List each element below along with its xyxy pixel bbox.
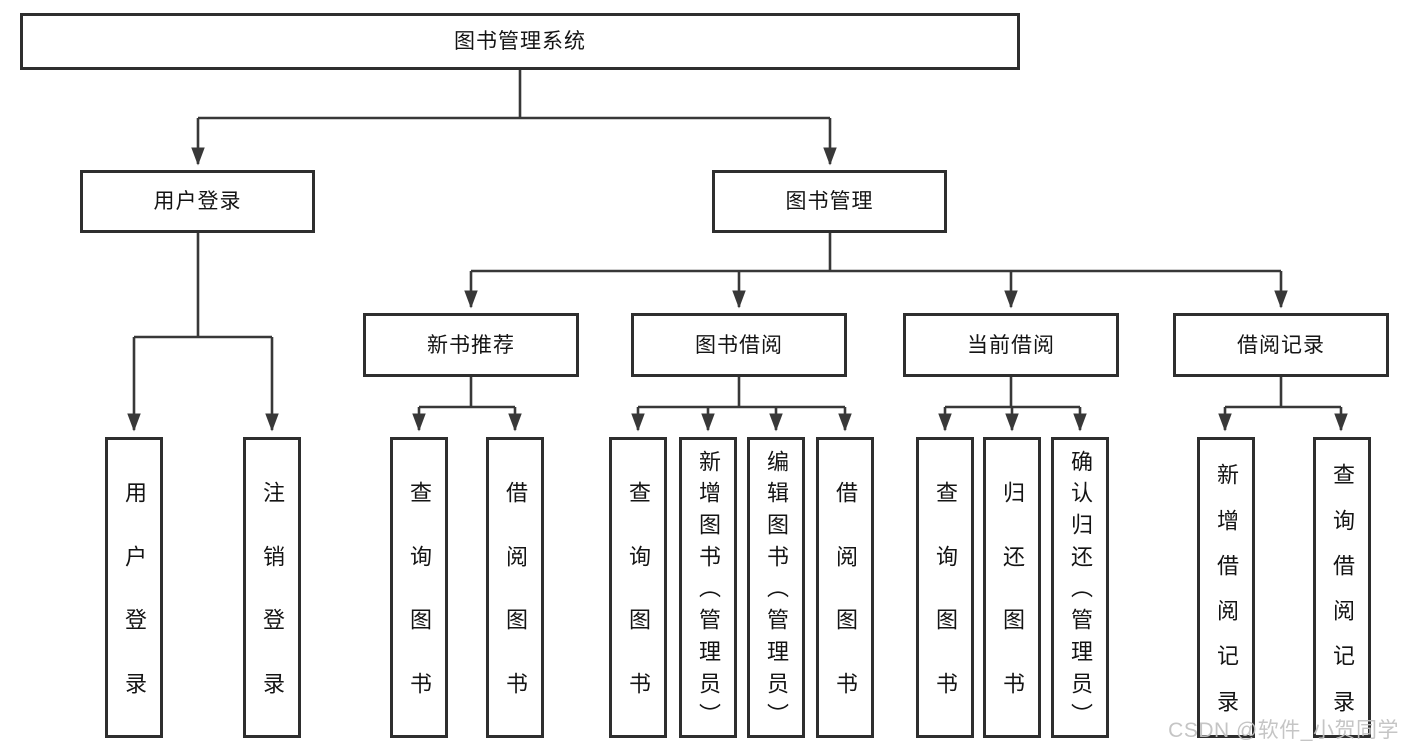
diagram-leaf-add-book-admin: 新增图书（管理员） — [679, 437, 737, 738]
leaf-label: 新增借阅记录 — [1214, 463, 1239, 712]
leaf-label: 查询借阅记录 — [1330, 463, 1355, 712]
leaf-label: 编辑图书（管理员） — [764, 449, 789, 726]
leaf-label: 归还图书 — [1000, 481, 1025, 694]
diagram-leaf-query-book-1: 查询图书 — [390, 437, 448, 738]
diagram-leaf-query-book-2: 查询图书 — [609, 437, 667, 738]
diagram-leaf-user-login: 用户登录 — [105, 437, 163, 738]
leaf-label: 新增图书（管理员） — [696, 449, 721, 726]
diagram-leaf-confirm-return-admin: 确认归还（管理员） — [1051, 437, 1109, 738]
leaf-label: 确认归还（管理员） — [1068, 449, 1093, 726]
leaf-label: 借阅图书 — [833, 481, 858, 694]
diagram-leaf-edit-book-admin: 编辑图书（管理员） — [747, 437, 805, 738]
diagram-node-book-management: 图书管理 — [712, 170, 947, 233]
diagram-node-borrow-record: 借阅记录 — [1173, 313, 1389, 377]
diagram-leaf-add-borrow-record: 新增借阅记录 — [1197, 437, 1255, 738]
leaf-label: 查询图书 — [933, 481, 958, 694]
diagram-leaf-logout: 注销登录 — [243, 437, 301, 738]
leaf-label: 用户登录 — [122, 481, 147, 694]
csdn-watermark: CSDN @软件_小贺同学 — [1168, 719, 1399, 742]
diagram-node-user-login: 用户登录 — [80, 170, 315, 233]
leaf-label: 查询图书 — [407, 481, 432, 694]
diagram-leaf-query-borrow-record: 查询借阅记录 — [1313, 437, 1371, 738]
diagram-leaf-borrow-book-1: 借阅图书 — [486, 437, 544, 738]
diagram-leaf-borrow-book-2: 借阅图书 — [816, 437, 874, 738]
leaf-label: 注销登录 — [260, 481, 285, 694]
leaf-label: 借阅图书 — [503, 481, 528, 694]
diagram-leaf-return-book: 归还图书 — [983, 437, 1041, 738]
diagram-leaf-query-book-3: 查询图书 — [916, 437, 974, 738]
diagram-node-new-book-recommend: 新书推荐 — [363, 313, 579, 377]
diagram-node-book-borrow: 图书借阅 — [631, 313, 847, 377]
diagram-node-current-borrow: 当前借阅 — [903, 313, 1119, 377]
diagram-node-root: 图书管理系统 — [20, 13, 1020, 70]
leaf-label: 查询图书 — [626, 481, 651, 694]
